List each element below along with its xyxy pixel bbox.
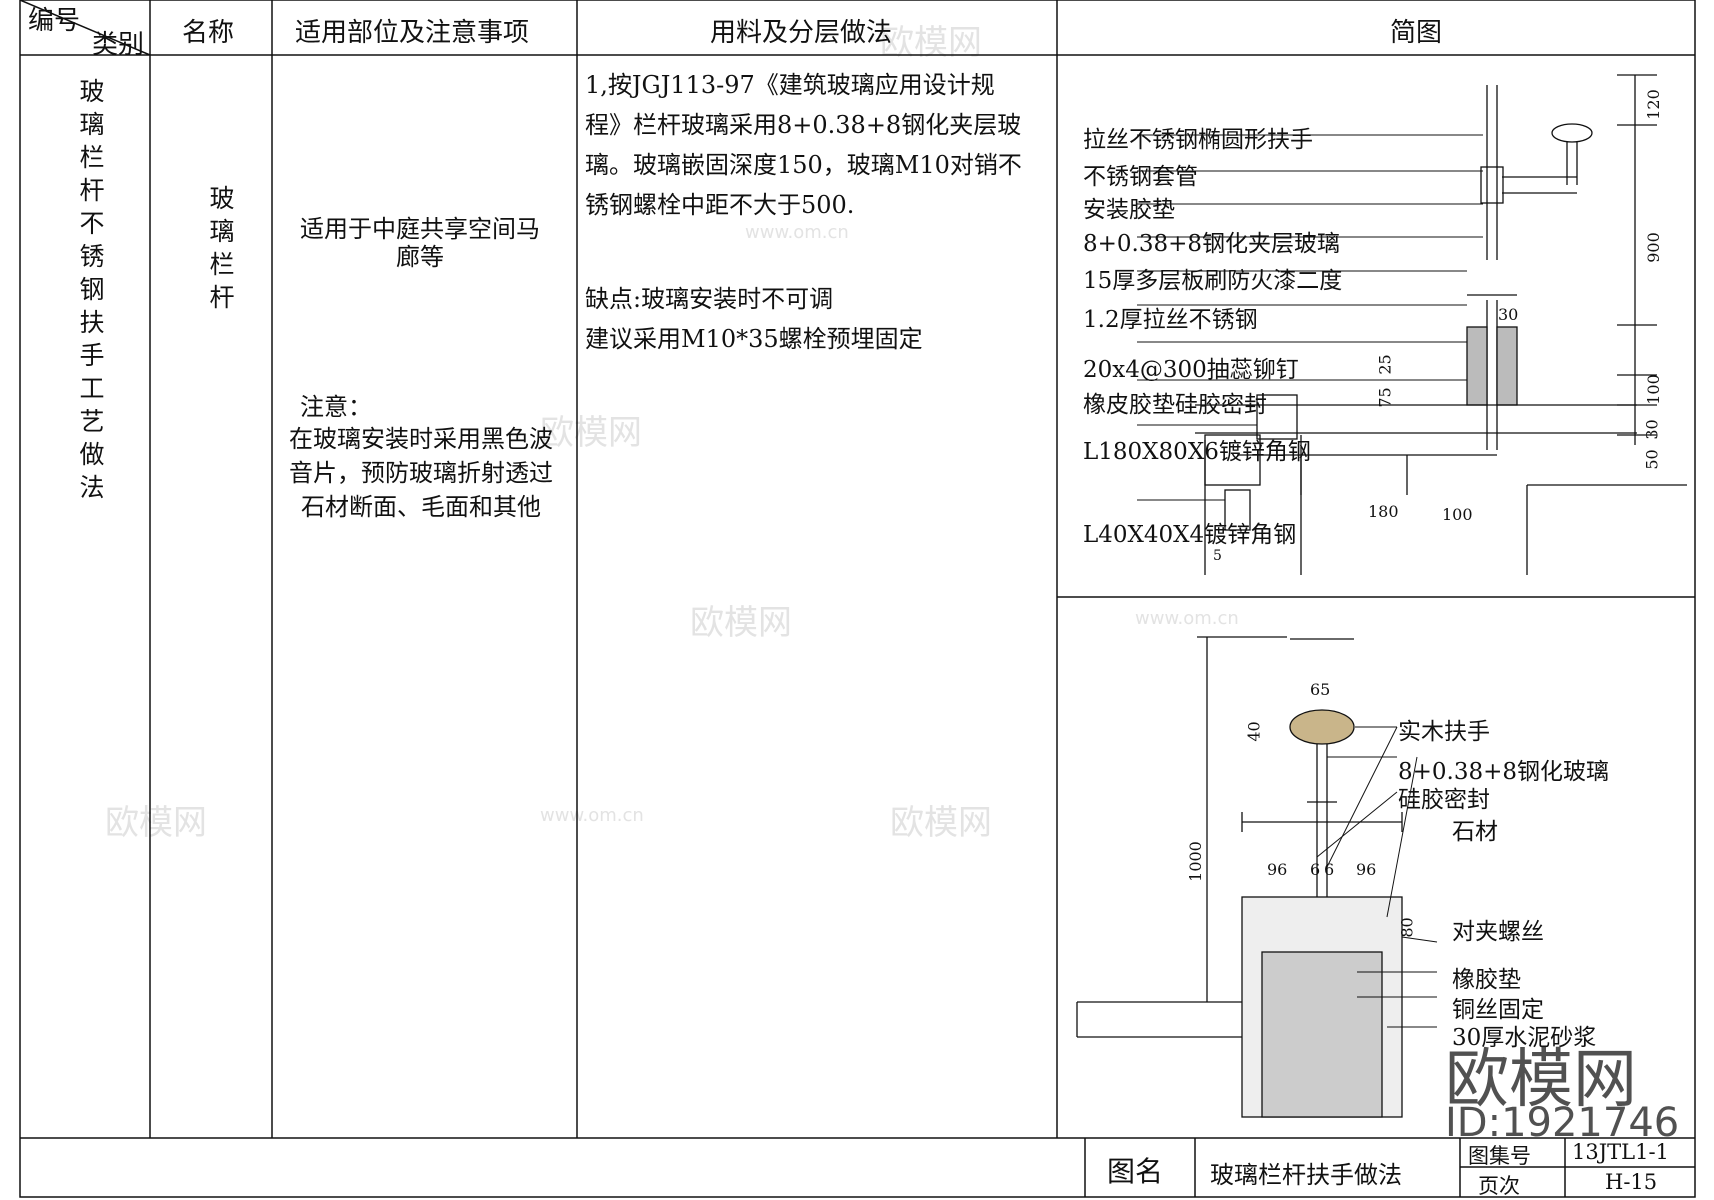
diagram2-label: 橡胶垫 <box>1452 967 1521 993</box>
diagram1-dim: 50 <box>1642 449 1662 470</box>
diagram2-label: 30厚水泥砂浆 <box>1452 1025 1597 1051</box>
watermark-logo: 欧模网 <box>105 803 207 843</box>
atlas-value: 13JTL1-1 <box>1572 1140 1669 1164</box>
diagram1-dim: 120 <box>1643 89 1663 120</box>
page-value: H-15 <box>1605 1170 1658 1194</box>
diagram2-label: 铜丝固定 <box>1452 997 1544 1023</box>
diagram2-label: 对夹螺丝 <box>1452 919 1544 945</box>
diagram1-label: 橡皮胶垫硅胶密封 <box>1083 392 1267 418</box>
watermark-brand: 欧模网 <box>1445 1043 1637 1117</box>
diagram1-label: 安装胶垫 <box>1083 197 1175 223</box>
diagram1-dim: 25 <box>1375 354 1395 375</box>
diagram1-dim: 30 <box>1498 305 1519 324</box>
diagram2-label: 石材 <box>1452 819 1498 845</box>
diagram1-dim: 5 <box>1213 548 1222 564</box>
watermark-site: www.om.cn <box>1135 608 1239 629</box>
watermark-logo: 欧模网 <box>540 413 642 453</box>
diagram1-label: 20x4@300抽蕊铆钉 <box>1083 357 1299 383</box>
diagram2-dim: 1000 <box>1185 841 1205 882</box>
diagram1-label: 15厚多层板刷防火漆二度 <box>1083 268 1343 294</box>
diagram1-dim: 100 <box>1442 505 1473 524</box>
diagram1-dim: 30 <box>1642 419 1662 440</box>
diagram1-dim: 900 <box>1643 232 1663 263</box>
watermark-logo: 欧模网 <box>690 603 792 643</box>
watermark-id: ID:1921746 <box>1445 1100 1680 1146</box>
diagram1-dim: 180 <box>1368 502 1399 521</box>
header-code: 编号 <box>28 6 81 36</box>
diagram2-dim: 96 <box>1267 860 1288 879</box>
row-category: 玻璃栏杆不锈钢扶手工艺做法 <box>76 78 105 507</box>
header-name: 名称 <box>182 18 235 48</box>
watermark-site: www.om.cn <box>745 222 849 243</box>
watermark-site: www.om.cn <box>540 805 644 826</box>
row-name: 玻璃栏杆 <box>206 185 235 317</box>
row-scope: 适用于中庭共享空间马廊等 <box>300 215 540 271</box>
diagram1-label: 1.2厚拉丝不锈钢 <box>1083 307 1258 333</box>
diagram2-dim: 6 <box>1310 860 1321 879</box>
method-paragraph-1: 1,按JGJ113-97《建筑玻璃应用设计规程》栏杆玻璃采用8+0.38+8钢化… <box>585 71 1022 219</box>
watermark-logo: 欧模网 <box>880 23 982 63</box>
diagram1-label: L180X80X6镀锌角钢 <box>1083 439 1311 465</box>
diagram2-dim: 96 <box>1356 860 1377 879</box>
method-paragraph-2: 缺点:玻璃安装时不可调 <box>585 285 834 313</box>
diagram1-dim: 75 <box>1375 387 1395 408</box>
diagram1-label: 8+0.38+8钢化夹层玻璃 <box>1083 231 1341 257</box>
header-category: 类别 <box>92 30 145 60</box>
header-method: 用料及分层做法 <box>710 18 893 48</box>
diagram1-label: L40X40X4镀锌角钢 <box>1083 522 1297 548</box>
diagram2-label: 硅胶密封 <box>1398 787 1490 813</box>
atlas-label: 图集号 <box>1468 1144 1531 1168</box>
figure-name: 玻璃栏杆扶手做法 <box>1210 1161 1402 1189</box>
header-diagram: 简图 <box>1390 18 1443 48</box>
diagram-handrail-section <box>1137 74 1687 575</box>
method-paragraph-3: 建议采用M10*35螺栓预埋固定 <box>585 325 923 353</box>
diagram-wood-handrail-section <box>1076 636 1438 1118</box>
diagram2-dim: 65 <box>1310 680 1331 699</box>
diagram1-label: 拉丝不锈钢椭圆形扶手 <box>1083 127 1313 153</box>
diagram2-label: 8+0.38+8钢化玻璃 <box>1398 759 1610 785</box>
header-scope: 适用部位及注意事项 <box>295 18 530 48</box>
diagram2-dim: 40 <box>1244 721 1264 742</box>
diagram2-label: 实木扶手 <box>1398 719 1490 745</box>
page-label: 页次 <box>1478 1174 1520 1198</box>
figure-name-label: 图名 <box>1107 1155 1164 1188</box>
note-body: 在玻璃安装时采用黑色波音片，预防玻璃折射透过石材断面、毛面和其他 <box>289 425 553 521</box>
diagram1-dim: 100 <box>1643 374 1663 405</box>
diagram2-dim: 6 <box>1324 860 1335 879</box>
diagram2-dim: 80 <box>1397 917 1417 938</box>
diagram1-label: 不锈钢套管 <box>1083 164 1198 190</box>
watermark-logo: 欧模网 <box>890 803 992 843</box>
note-title: 注意： <box>300 393 372 421</box>
